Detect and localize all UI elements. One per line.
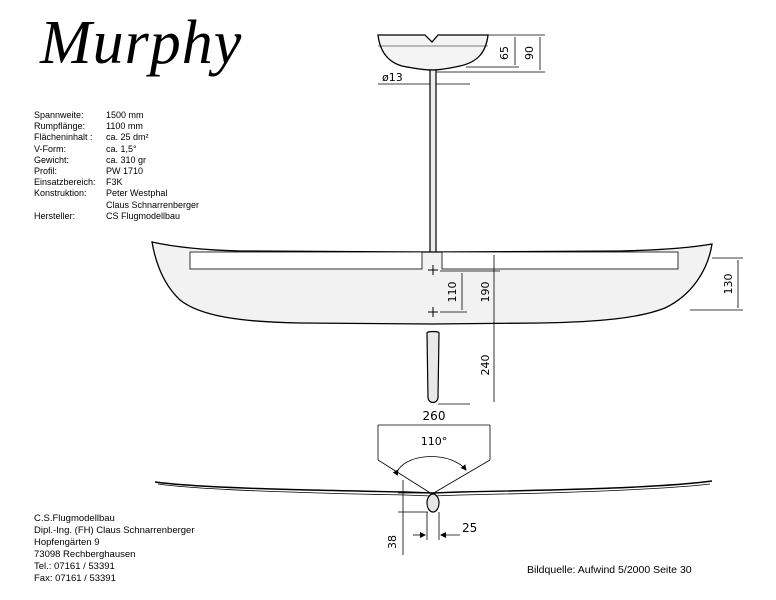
spec-label: Profil: (34, 165, 58, 176)
address-line: Fax: 07161 / 53391 (34, 573, 116, 584)
address-line: Dipl.-Ing. (FH) Claus Schnarrenberger (34, 525, 195, 536)
front-view-fuselage (426, 493, 440, 513)
root-chord-dimension (690, 257, 743, 311)
tail-boom (429, 69, 437, 255)
dim-cg-position: 110 (446, 282, 459, 303)
cg-marks (428, 265, 438, 317)
spec-value: F3K (106, 177, 123, 188)
dim-tail-height: 90 (523, 46, 536, 60)
wing-dimension-lines (440, 255, 500, 402)
spec-value: ca. 310 gr (106, 154, 147, 165)
spec-label: Einsatzbereich: (34, 177, 96, 188)
spec-value: Peter Westphal (106, 188, 168, 199)
model-title: Murphy (40, 9, 243, 77)
dim-root-chord: 130 (722, 274, 735, 295)
spec-label: Gewicht: (34, 154, 70, 165)
address-line: C.S.Flugmodellbau (34, 513, 115, 524)
spec-value: ca. 25 dm² (106, 132, 149, 143)
spec-value: Claus Schnarrenberger (106, 199, 200, 210)
dim-tail-chord: 65 (498, 46, 511, 60)
dim-fin-length: 240 (479, 355, 492, 376)
dim-dihedral-width: 260 (423, 409, 446, 423)
image-source: Bildquelle: Aufwind 5/2000 Seite 30 (527, 564, 692, 576)
spec-value: 1100 mm (106, 121, 143, 132)
wing-spar-lines (189, 251, 679, 270)
horizontal-stabilizer (377, 34, 489, 71)
manufacturer-address: C.S.Flugmodellbau Dipl.-Ing. (FH) Claus … (34, 513, 195, 585)
tail-dimension-lines (432, 34, 545, 73)
dim-boom-diameter: ø13 (382, 71, 403, 84)
address-line: Hopfengärten 9 (34, 537, 100, 548)
spec-label: Spannweite: (34, 110, 84, 120)
dim-pod-height: 38 (386, 535, 399, 549)
spec-label: Konstruktion: (34, 188, 87, 199)
spec-label: Flächeninhalt : (34, 132, 93, 143)
spec-value: CS Flugmodellbau (106, 210, 181, 221)
address-line: Tel.: 07161 / 53391 (34, 561, 115, 572)
front-view-dimension-lines (398, 480, 460, 555)
dim-wing-to-cg: 190 (479, 282, 492, 303)
front-view-dihedral-box (377, 424, 491, 495)
dim-pod-width: 25 (462, 521, 477, 535)
spec-label: Rumpflänge: (34, 121, 86, 132)
fuselage-pod (426, 330, 440, 404)
spec-value: 1500 mm (106, 110, 144, 120)
dim-dihedral-angle: 110° (421, 435, 448, 448)
spec-value: ca. 1,5° (106, 143, 137, 154)
spec-label: Hersteller: (34, 210, 76, 221)
spec-value: PW 1710 (106, 165, 144, 176)
address-line: 73098 Rechberghausen (34, 549, 136, 560)
spec-label: V-Form: (34, 143, 67, 154)
